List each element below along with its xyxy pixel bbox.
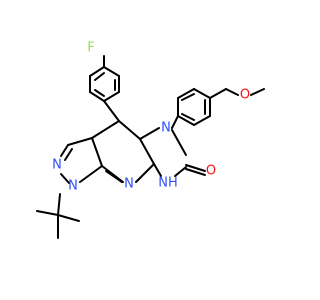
- bond: [225, 88, 239, 96]
- methoxy-oxygen-label: O: [240, 88, 250, 103]
- bond: [91, 120, 120, 139]
- bond: [89, 66, 105, 77]
- bond: [185, 168, 206, 176]
- methoxyphenyl-ring: [177, 88, 265, 126]
- pyridine-nitrogen-label: N: [124, 177, 134, 192]
- tert-butyl-group: [36, 193, 80, 239]
- bond: [91, 137, 103, 167]
- bond: [36, 210, 59, 216]
- bond: [174, 166, 187, 177]
- bond: [185, 164, 206, 172]
- background: [0, 0, 300, 300]
- bond: [193, 88, 211, 99]
- bond: [139, 138, 155, 165]
- bond: [181, 113, 195, 121]
- bond: [118, 120, 141, 140]
- bond: [177, 115, 195, 126]
- bond: [79, 165, 103, 183]
- bond: [60, 144, 69, 157]
- bond: [177, 88, 195, 99]
- bond: [250, 88, 265, 96]
- bond: [57, 193, 61, 216]
- bond: [94, 89, 105, 97]
- imidazolone-nitrogen-label: N: [161, 121, 171, 136]
- fluorine-atom-label: F: [87, 41, 94, 56]
- bond: [57, 214, 80, 222]
- carbonyl-oxygen-label: O: [206, 164, 216, 179]
- pyrazole-nitrogen-label: N: [68, 179, 78, 194]
- molecule-structure: F O N N N N NH O: [0, 0, 300, 300]
- pyrazole-nitrogen-label: N: [52, 158, 62, 173]
- bond: [89, 91, 105, 102]
- bond: [171, 129, 187, 156]
- bond: [60, 173, 70, 184]
- bond: [103, 91, 120, 102]
- bond: [103, 66, 120, 77]
- bond: [171, 115, 179, 129]
- bond: [209, 88, 227, 99]
- fused-core: [60, 100, 206, 184]
- bond: [153, 163, 162, 177]
- bond: [193, 115, 211, 126]
- amide-nh-label: NH: [158, 176, 178, 191]
- bond: [139, 127, 160, 140]
- fluorophenyl-ring: [89, 55, 120, 102]
- bond: [135, 163, 155, 183]
- bond: [105, 170, 123, 183]
- bond: [103, 100, 120, 122]
- bond: [181, 93, 195, 101]
- bond: [64, 148, 73, 161]
- bond: [94, 72, 105, 81]
- molecule-diagram: F O N N N N NH O: [0, 0, 300, 300]
- bond: [67, 137, 93, 146]
